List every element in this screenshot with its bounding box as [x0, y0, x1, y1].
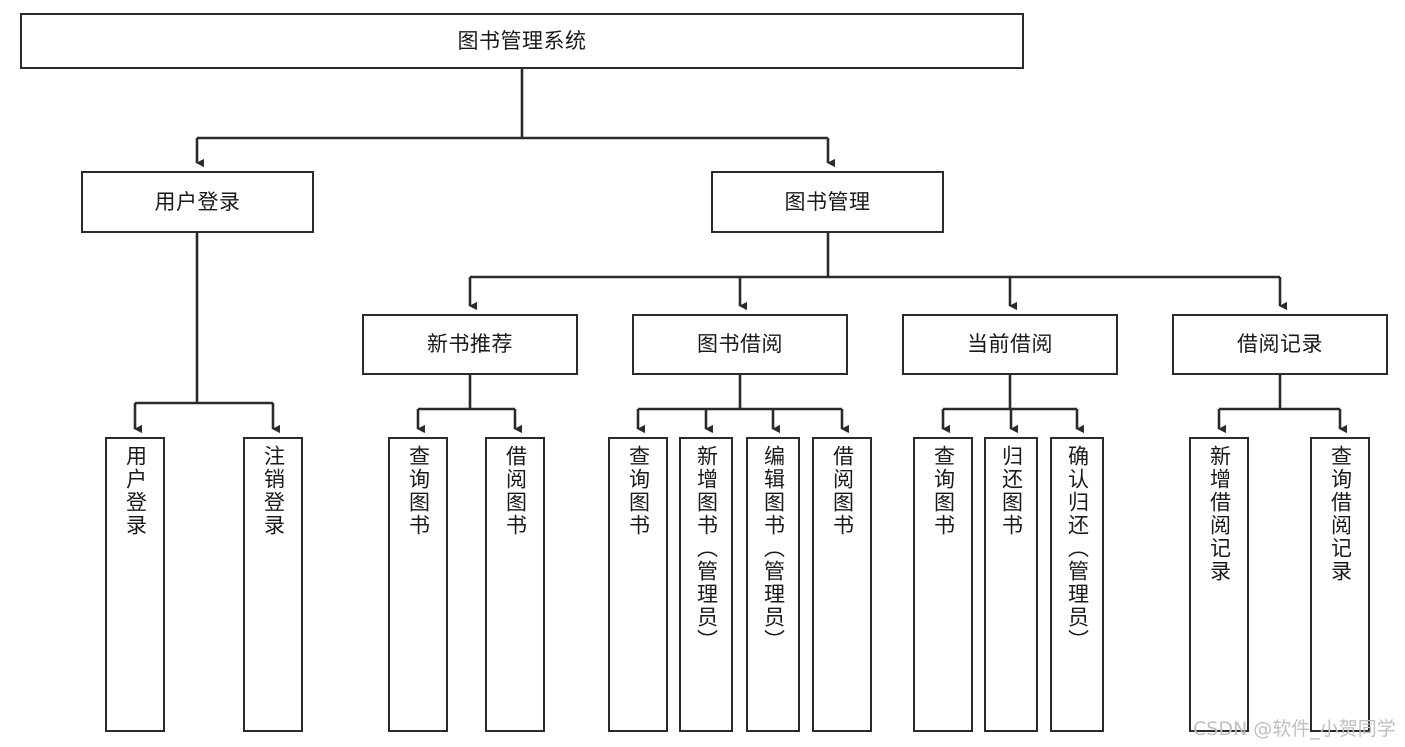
- node-label: 确认归还（管理员）: [1065, 445, 1090, 652]
- edges-newbook-to-leaves: [416, 375, 523, 434]
- node-label: 查询借阅记录: [1328, 445, 1353, 583]
- node-label: 图书借阅: [697, 332, 783, 357]
- node-label: 借阅记录: [1237, 332, 1323, 357]
- node-leaf-user-logout[interactable]: 注销登录: [243, 437, 303, 732]
- node-label: 图书管理系统: [457, 28, 587, 53]
- node-leaf-confirm-return[interactable]: 确认归还（管理员）: [1050, 437, 1104, 732]
- node-leaf-return-book[interactable]: 归还图书: [984, 437, 1038, 732]
- edges-bookmanage-to-level2: [468, 233, 1288, 311]
- node-user-login[interactable]: 用户登录: [81, 171, 314, 233]
- csdn-watermark: CSDN @软件_小贺同学: [1193, 718, 1396, 740]
- node-label: 借阅图书: [503, 445, 528, 537]
- node-leaf-query-book-c[interactable]: 查询图书: [913, 437, 973, 732]
- node-label: 注销登录: [261, 445, 286, 537]
- node-new-book-recommend[interactable]: 新书推荐: [362, 314, 578, 375]
- node-label: 用户登录: [123, 445, 148, 537]
- node-book-manage[interactable]: 图书管理: [711, 171, 944, 233]
- node-label: 查询图书: [626, 445, 651, 537]
- node-leaf-user-login[interactable]: 用户登录: [105, 437, 165, 732]
- node-leaf-borrow-book-b[interactable]: 借阅图书: [812, 437, 872, 732]
- node-leaf-add-book[interactable]: 新增图书（管理员）: [679, 437, 733, 732]
- node-book-borrow[interactable]: 图书借阅: [632, 314, 848, 375]
- node-label: 查询图书: [406, 445, 431, 537]
- node-label: 新增图书（管理员）: [694, 445, 719, 652]
- node-leaf-query-book-a[interactable]: 查询图书: [388, 437, 448, 732]
- node-root-system[interactable]: 图书管理系统: [20, 13, 1024, 69]
- node-label: 编辑图书（管理员）: [761, 445, 786, 652]
- node-label: 借阅图书: [830, 445, 855, 537]
- node-label: 查询图书: [931, 445, 956, 537]
- node-label: 新增借阅记录: [1207, 445, 1232, 583]
- node-leaf-query-book-b[interactable]: 查询图书: [608, 437, 668, 732]
- edges-currentborrow-to-leaves: [941, 375, 1085, 434]
- node-current-borrow[interactable]: 当前借阅: [902, 314, 1118, 375]
- node-label: 归还图书: [999, 445, 1024, 537]
- node-label: 用户登录: [154, 189, 241, 214]
- node-label: 当前借阅: [967, 332, 1053, 357]
- edges-borrowrecord-to-leaves: [1217, 375, 1348, 434]
- node-leaf-borrow-book-a[interactable]: 借阅图书: [485, 437, 545, 732]
- edges-bookborrow-to-leaves: [636, 375, 850, 434]
- edges-userlogin-to-leaves: [133, 233, 281, 434]
- node-leaf-edit-book[interactable]: 编辑图书（管理员）: [746, 437, 800, 732]
- edges-root-to-level1: [195, 69, 836, 168]
- node-borrow-record[interactable]: 借阅记录: [1172, 314, 1388, 375]
- node-leaf-add-borrow-record[interactable]: 新增借阅记录: [1189, 437, 1249, 732]
- node-label: 图书管理: [784, 189, 871, 214]
- node-leaf-query-borrow-record[interactable]: 查询借阅记录: [1310, 437, 1370, 732]
- node-label: 新书推荐: [427, 332, 513, 357]
